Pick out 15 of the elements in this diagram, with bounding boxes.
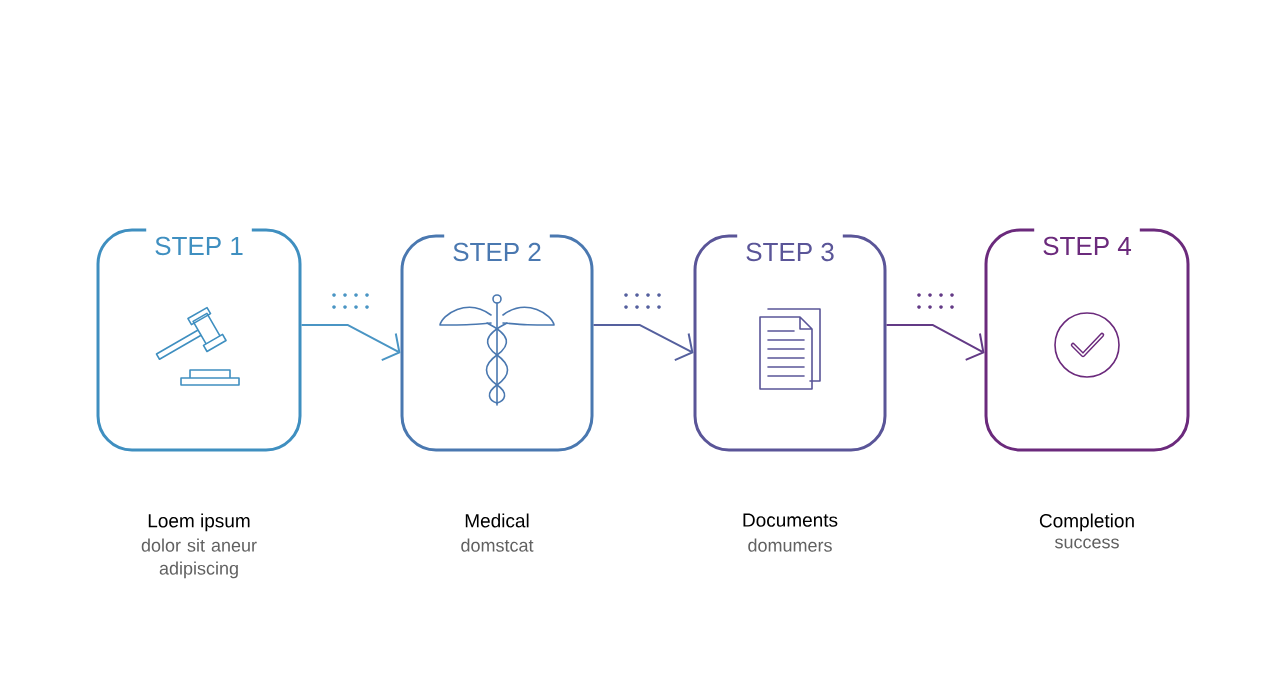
step-box: STEP 1 [96,227,302,452]
chevron-arrow [592,324,694,362]
step-title: Documents [743,513,838,527]
step-title: Completion [1039,513,1134,532]
step-description: success [1055,538,1119,549]
step-title: Loem ipsum [148,513,250,532]
step-description: domstcat [461,538,534,552]
step-title: Medical [465,513,529,528]
step-box: STEP 2 [400,233,594,452]
step-description: dolor sit aneur adipiscing [141,538,257,579]
step-box: STEP 3 [693,233,887,452]
step-box: STEP 4 [984,227,1190,452]
chevron-arrow [885,324,985,361]
step-description: domumers [748,538,832,552]
chevron-arrow [300,324,401,362]
